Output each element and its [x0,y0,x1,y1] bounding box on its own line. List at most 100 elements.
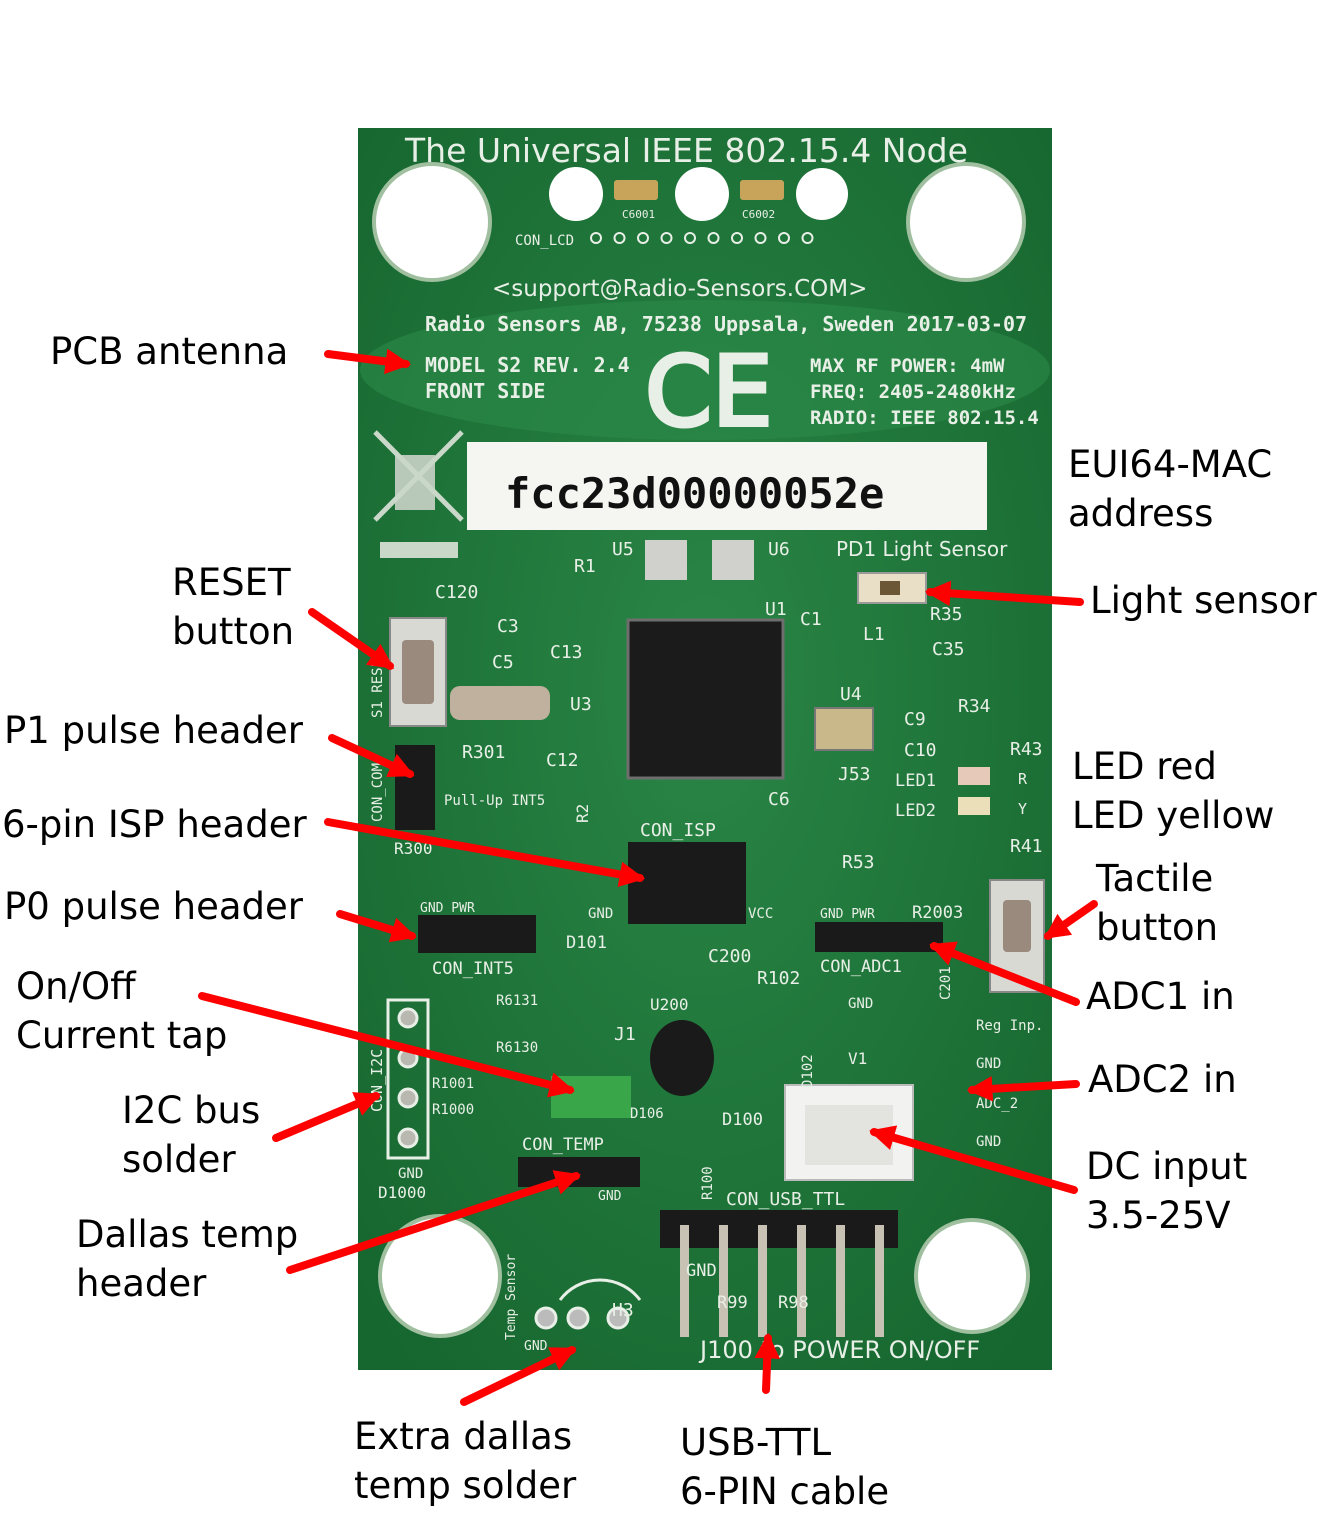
l1-label: L1 [863,624,885,645]
c12-label: C12 [546,750,579,771]
arrow-dallas-temp-header [286,1170,581,1274]
radio-text: RADIO: IEEE 802.15.4 [810,407,1039,429]
extra-dallas-pad [566,1306,590,1330]
r6131-label: R6131 [496,993,538,1009]
d101-label: D101 [566,933,607,953]
lcd-pad [778,232,790,244]
label-usb-ttl-cable: USB-TTL 6-PIN cable [680,1421,890,1513]
model-text: MODEL S2 REV. 2.4 [425,353,630,377]
led-red [958,767,990,785]
c6002-label: C6002 [742,208,775,221]
c120-label: C120 [435,582,478,603]
label-i2c-bus-solder: I2C bus solder [122,1089,261,1181]
lcd-pad [613,232,626,244]
arrow-i2c-bus-solder [272,1092,381,1142]
c6001-label: C6001 [622,208,655,221]
lcd-pad [754,232,767,244]
h3-label: H3 [612,1300,634,1321]
usb-ttl-pin [719,1225,728,1337]
arrow-on-off-current-tap [198,992,575,1098]
r41-label: R41 [1010,836,1043,857]
pcb-board: CE The Universal IEEE 802.15.4 Node CON_… [358,128,1052,1370]
lcd-pad [801,232,814,244]
arrow-pcb-antenna [324,348,412,375]
d1000-label: D1000 [378,1183,426,1202]
label-light-sensor: Light sensor [1090,579,1317,622]
arrow-isp-header [324,818,646,887]
pd1-label: PD1 Light Sensor [836,537,1008,561]
j1-label: J1 [614,1024,636,1045]
temp-gnd-label: GND [598,1189,622,1204]
arrow-reset-button [308,608,395,670]
con-usb-ttl-label: CON_USB_TTL [726,1189,845,1210]
c5-label: C5 [492,652,514,673]
p1-pulse-header-part [395,745,435,830]
u4-label: U4 [840,684,862,705]
label-adc2-in: ADC2 in [1088,1058,1237,1101]
lcd-pad [707,232,720,244]
con-isp-label: CON_ISP [640,820,716,841]
d106-label: D106 [630,1106,664,1122]
led-r-mark: R [1018,770,1028,788]
r6130-label: R6130 [496,1040,538,1056]
con-lcd-label: CON_LCD [515,233,574,249]
max-rf-text: MAX RF POWER: 4mW [810,355,1005,377]
label-on-off-current-tap: On/Off Current tap [16,965,228,1057]
p0-pulse-header-part [418,915,536,953]
r53-label: R53 [842,852,875,873]
label-dallas-temp-header: Dallas temp header [76,1213,299,1305]
lcd-pad [637,232,649,244]
adc1-header-part [815,922,943,952]
side-text: FRONT SIDE [425,379,545,403]
adc1-gnd-pwr-label: GND PWR [820,907,875,922]
i2c-pad [397,1127,419,1149]
temp-sensor-label: Temp Sensor [504,1254,519,1340]
c1-label: C1 [800,609,822,630]
dallas-temp-header-part [518,1157,640,1187]
arrow-tactile-button [1043,900,1098,940]
board-title: The Universal IEEE 802.15.4 Node [404,131,968,170]
arrow-p1-pulse-header [328,734,415,778]
led1-label: LED1 [895,771,936,791]
pcb-antenna-area [360,300,1050,440]
arrow-p0-pulse-header [336,910,417,943]
r98-label: R98 [778,1293,809,1313]
label-extra-dallas-solder: Extra dallas temp solder [354,1415,577,1507]
label-dc-input: DC input 3.5-25V [1086,1145,1248,1237]
r1001-label: R1001 [432,1076,474,1092]
c13-label: C13 [550,642,583,663]
r300-label: R300 [394,839,433,858]
mounting-hole [906,162,1026,282]
r301-label: R301 [462,742,505,763]
extra-dallas-pad [534,1306,558,1330]
extra-gnd-label: GND [524,1339,548,1354]
on-off-jumper [551,1076,631,1118]
c200-label: C200 [708,946,751,967]
usb-ttl-pin [836,1225,845,1337]
mac-label-sticker [467,442,987,530]
pullup-label: Pull-Up INT5 [444,793,545,809]
r1000-label: R1000 [432,1102,474,1118]
v1-label: V1 [848,1049,867,1068]
c6-label: C6 [768,789,790,810]
u5-label: U5 [612,539,634,560]
annotation-arrows [198,348,1098,1406]
r102-label: R102 [757,968,800,989]
lcd-pad [684,232,696,244]
r43-label: R43 [1010,739,1043,760]
arrow-adc2-in [966,1076,1080,1102]
usb-ttl-pin [797,1225,806,1337]
i2c-pad [397,1087,419,1109]
d100-label: D100 [722,1110,763,1130]
usb-ttl-header [660,1210,898,1248]
weee-bin-icon [373,430,464,522]
i2c-pad [397,1007,419,1029]
mac-address: fcc23d00000052e [505,469,884,518]
c35-label: C35 [932,639,965,660]
r100-label: R100 [700,1166,716,1200]
r1-label: R1 [574,556,596,577]
usb-ttl-pin [758,1225,767,1337]
label-adc1-in: ADC1 in [1086,975,1235,1018]
r2003-label: R2003 [912,903,963,923]
c10-label: C10 [904,740,937,761]
